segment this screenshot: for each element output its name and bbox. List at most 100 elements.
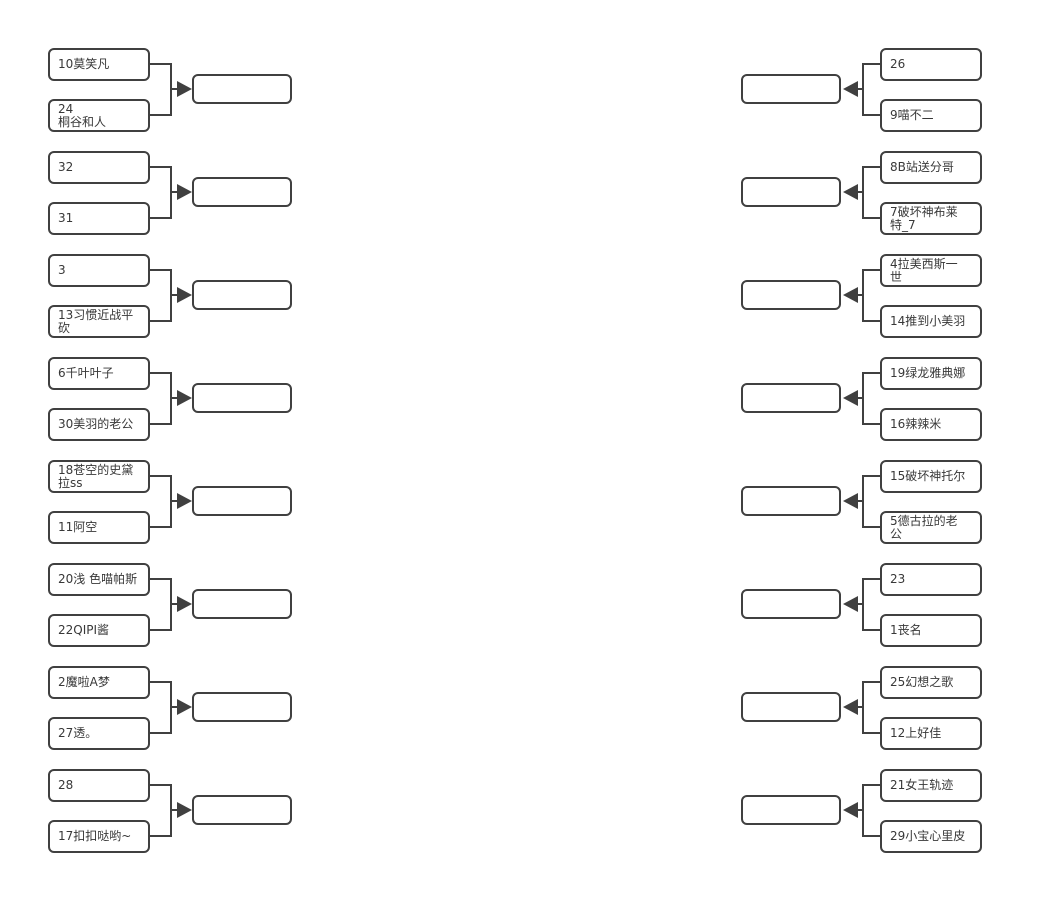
player-label: 3 (58, 263, 66, 277)
player-box[interactable]: 31 (48, 202, 150, 235)
player-box[interactable]: 4拉美西斯一 世 (880, 254, 982, 287)
result-box[interactable] (741, 795, 841, 825)
player-label: 26 (890, 57, 906, 71)
player-label: 20浅 色喵帕斯 (58, 572, 138, 586)
player-label: 18苍空的史黛 拉ss (58, 462, 134, 490)
connector-line (170, 191, 179, 193)
player-box[interactable]: 1丧名 (880, 614, 982, 647)
arrow-left-icon (843, 390, 858, 406)
player-label: 1丧名 (890, 623, 922, 637)
connector-bracket (148, 166, 172, 219)
player-box[interactable]: 24 桐谷和人 (48, 99, 150, 132)
player-label: 5德古拉的老 公 (890, 513, 958, 541)
player-label: 21女王轨迹 (890, 778, 954, 792)
player-label: 27透。 (58, 726, 98, 740)
result-box[interactable] (192, 280, 292, 310)
player-box[interactable]: 9喵不二 (880, 99, 982, 132)
player-box[interactable]: 11阿空 (48, 511, 150, 544)
player-box[interactable]: 16辣辣米 (880, 408, 982, 441)
connector-line (170, 500, 179, 502)
arrow-right-icon (177, 596, 192, 612)
player-label: 13习惯近战平 砍 (58, 307, 134, 335)
connector-line (855, 88, 864, 90)
connector-line (170, 603, 179, 605)
player-box[interactable]: 32 (48, 151, 150, 184)
connector-line (855, 294, 864, 296)
player-box[interactable]: 18苍空的史黛 拉ss (48, 460, 150, 493)
result-box[interactable] (741, 74, 841, 104)
player-box[interactable]: 6千叶叶子 (48, 357, 150, 390)
match-group: 28 17扣扣哒哟~ (48, 769, 294, 854)
player-label: 32 (58, 160, 74, 174)
player-label: 30美羽的老公 (58, 417, 134, 431)
result-box[interactable] (741, 383, 841, 413)
player-box[interactable]: 19绿龙雅典娜 (880, 357, 982, 390)
match-group: 4拉美西斯一 世 14推到小美羽 (741, 254, 983, 339)
player-box[interactable]: 5德古拉的老 公 (880, 511, 982, 544)
player-box[interactable]: 22QIPI酱 (48, 614, 150, 647)
player-box[interactable]: 3 (48, 254, 150, 287)
player-box[interactable]: 23 (880, 563, 982, 596)
player-box[interactable]: 14推到小美羽 (880, 305, 982, 338)
player-label: 9喵不二 (890, 108, 934, 122)
player-box[interactable]: 29小宝心里皮 (880, 820, 982, 853)
player-box[interactable]: 10莫笑凡 (48, 48, 150, 81)
result-box[interactable] (192, 692, 292, 722)
match-group: 18苍空的史黛 拉ss 11阿空 (48, 460, 294, 545)
arrow-left-icon (843, 802, 858, 818)
arrow-right-icon (177, 699, 192, 715)
connector-line (855, 706, 864, 708)
match-group: 32 31 (48, 151, 294, 236)
player-label: 29小宝心里皮 (890, 829, 966, 843)
result-box[interactable] (741, 692, 841, 722)
match-group: 23 1丧名 (741, 563, 983, 648)
result-box[interactable] (741, 486, 841, 516)
match-group: 20浅 色喵帕斯 22QIPI酱 (48, 563, 294, 648)
arrow-left-icon (843, 596, 858, 612)
result-box[interactable] (741, 589, 841, 619)
result-box[interactable] (192, 383, 292, 413)
result-box[interactable] (192, 486, 292, 516)
connector-line (170, 294, 179, 296)
arrow-left-icon (843, 287, 858, 303)
result-box[interactable] (741, 177, 841, 207)
player-box[interactable]: 26 (880, 48, 982, 81)
connector-bracket (862, 63, 882, 116)
player-box[interactable]: 21女王轨迹 (880, 769, 982, 802)
player-label: 2魔啦A梦 (58, 675, 110, 689)
player-box[interactable]: 27透。 (48, 717, 150, 750)
connector-bracket (148, 372, 172, 425)
connector-bracket (862, 269, 882, 322)
player-box[interactable]: 8B站送分哥 (880, 151, 982, 184)
player-box[interactable]: 2魔啦A梦 (48, 666, 150, 699)
result-box[interactable] (192, 795, 292, 825)
match-group: 2魔啦A梦 27透。 (48, 666, 294, 751)
result-box[interactable] (741, 280, 841, 310)
player-box[interactable]: 13习惯近战平 砍 (48, 305, 150, 338)
player-box[interactable]: 20浅 色喵帕斯 (48, 563, 150, 596)
match-group: 15破坏神托尔 5德古拉的老 公 (741, 460, 983, 545)
arrow-right-icon (177, 493, 192, 509)
player-box[interactable]: 17扣扣哒哟~ (48, 820, 150, 853)
player-box[interactable]: 15破坏神托尔 (880, 460, 982, 493)
player-box[interactable]: 7破坏神布莱 特_7 (880, 202, 982, 235)
player-label: 15破坏神托尔 (890, 469, 966, 483)
player-box[interactable]: 12上好佳 (880, 717, 982, 750)
player-label: 31 (58, 211, 74, 225)
match-group: 8B站送分哥 7破坏神布莱 特_7 (741, 151, 983, 236)
player-box[interactable]: 28 (48, 769, 150, 802)
player-box[interactable]: 30美羽的老公 (48, 408, 150, 441)
connector-bracket (862, 166, 882, 219)
player-label: 11阿空 (58, 520, 98, 534)
connector-bracket (148, 681, 172, 734)
player-box[interactable]: 25幻想之歌 (880, 666, 982, 699)
result-box[interactable] (192, 177, 292, 207)
connector-line (855, 809, 864, 811)
result-box[interactable] (192, 589, 292, 619)
arrow-right-icon (177, 802, 192, 818)
connector-line (855, 500, 864, 502)
result-box[interactable] (192, 74, 292, 104)
match-group: 6千叶叶子 30美羽的老公 (48, 357, 294, 442)
player-label: 23 (890, 572, 906, 586)
